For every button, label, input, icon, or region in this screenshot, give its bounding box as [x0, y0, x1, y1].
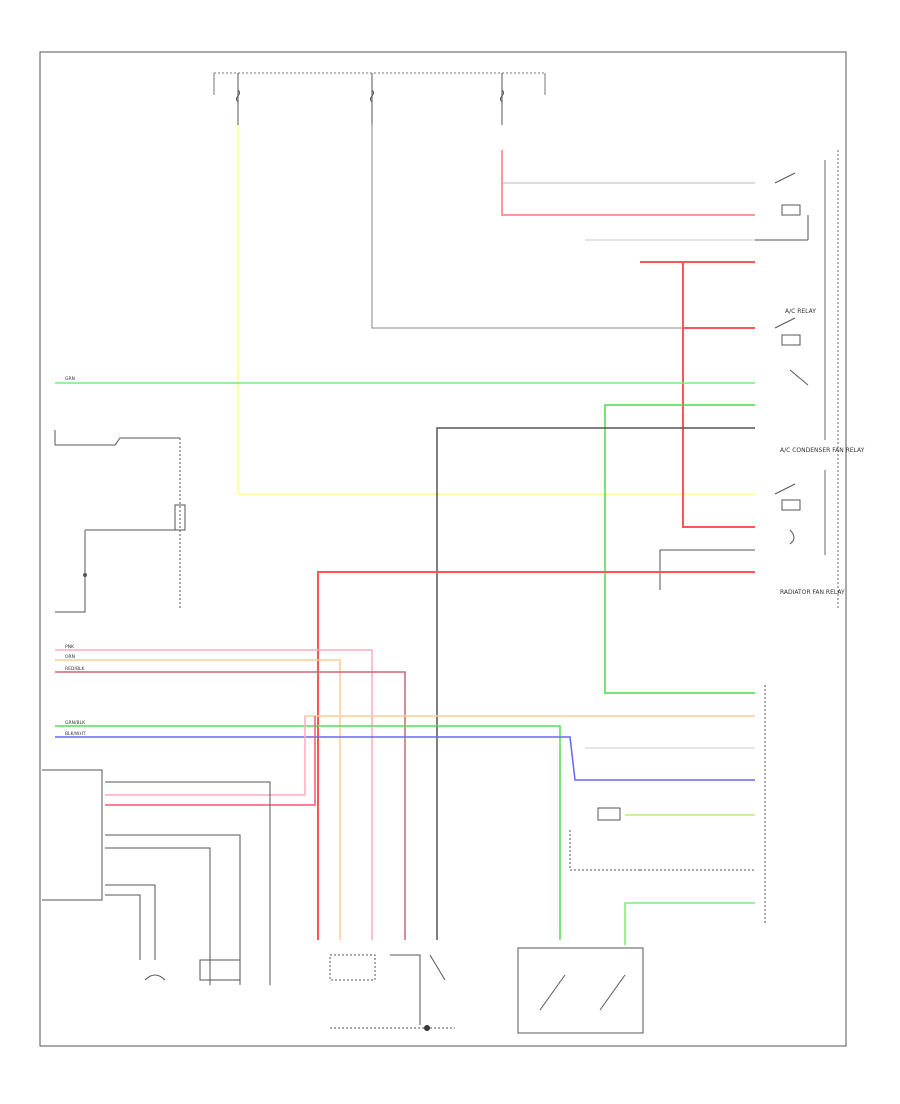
wire-blkwht: [55, 736, 755, 781]
label-redblk: RED/BLK: [65, 666, 86, 672]
wire-gray-fuse2: [371, 125, 755, 329]
dual-pressure-switch: [517, 947, 644, 1034]
ac-compressor: [329, 954, 455, 1031]
wire-redblk: [55, 671, 406, 940]
wire-dark-motor1: [105, 834, 241, 985]
wire-pink: [55, 649, 373, 940]
fuse-1: [236, 73, 240, 125]
wire-red-rad: [317, 571, 755, 940]
wire-red-fuse3: [501, 150, 755, 216]
wire-dark-motor4: [105, 894, 141, 960]
cond-fan-relay: A/C CONDENSER FAN RELAY: [774, 447, 865, 545]
wire-grnblk: [55, 725, 561, 940]
pcm-box: [42, 769, 103, 901]
rad-fan-relay-label: RADIATOR FAN RELAY: [780, 589, 845, 596]
label-orange: ORN: [65, 654, 75, 660]
wire-green-vertical: [604, 404, 755, 694]
wire-dark-rad: [659, 549, 755, 590]
wire-dark-motor3: [105, 884, 156, 960]
rad-fan-relay: RADIATOR FAN RELAY: [780, 589, 845, 596]
label-blkwht: BLK/WHT: [65, 731, 86, 737]
cond-fan-motor: [199, 959, 241, 981]
wire-red-vertical: [682, 262, 755, 528]
wire-dark-gray: [436, 427, 755, 940]
wire-yellow: [237, 125, 755, 495]
left-component-2: [55, 529, 175, 613]
cond-fan-relay-label: A/C CONDENSER FAN RELAY: [780, 447, 865, 454]
wire-light-green: [624, 902, 755, 945]
ac-relay-label: A/C RELAY: [785, 308, 816, 315]
ac-relay: A/C RELAY: [774, 308, 816, 386]
wire-pink-right: [105, 716, 306, 796]
label-grnblk: GRN/BLK: [65, 720, 86, 726]
wire-orange: [55, 659, 341, 940]
rad-fan-motor: [144, 974, 166, 981]
fuse-2: [370, 73, 374, 125]
wire-dark-motor2: [105, 847, 211, 985]
wire-red-pcm: [105, 716, 316, 806]
label-pink: PNK: [65, 644, 75, 650]
diagram-frame: [39, 51, 847, 1047]
fuse-3: [500, 73, 504, 125]
ecm-right-block: [569, 685, 766, 945]
relay-top: [755, 172, 809, 241]
wire-dark-pcm: [105, 781, 271, 985]
label-green: GRN: [65, 376, 75, 382]
left-component-switch: [54, 430, 186, 610]
